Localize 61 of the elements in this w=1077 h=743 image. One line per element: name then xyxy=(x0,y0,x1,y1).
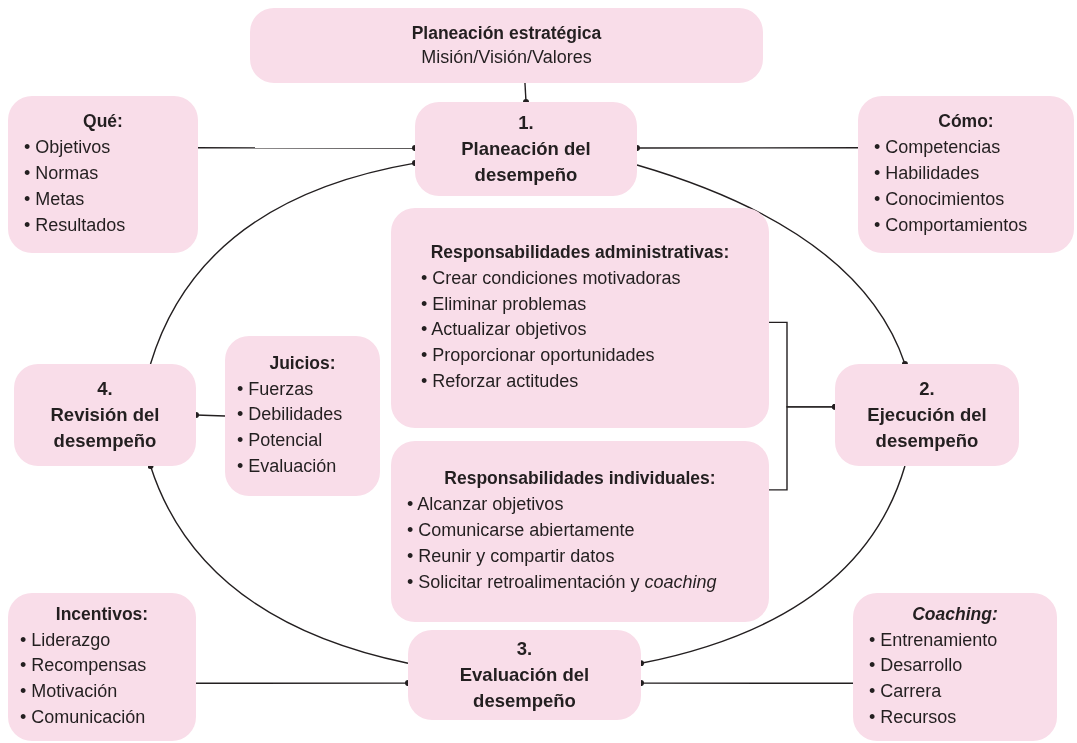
list-item: • Alcanzar objetivos xyxy=(407,493,565,517)
list-item: • Potencial xyxy=(237,429,324,453)
list-item: • Desarrollo xyxy=(869,654,964,678)
list-item: • Actualizar objetivos xyxy=(421,318,588,342)
stage-number: 2. xyxy=(919,376,935,401)
list-item: • Proporcionar oportunidades xyxy=(421,344,656,368)
card-heading: Cómo: xyxy=(937,110,995,134)
connector xyxy=(147,463,409,664)
card-heading: Planeación estratégica xyxy=(411,21,602,45)
stage-number: 3. xyxy=(516,636,533,661)
list-item: • Habilidades xyxy=(874,161,981,185)
card-heading: Qué: xyxy=(82,110,124,134)
info-card xyxy=(250,8,763,83)
list-item: • Comunicación xyxy=(20,706,147,730)
info-card xyxy=(8,96,198,253)
stage-label: Evaluación del desempeño xyxy=(458,662,591,714)
list-item: • Competencias xyxy=(874,136,1002,160)
list-item: • Metas xyxy=(24,187,86,211)
card-heading: Juicios: xyxy=(268,351,337,375)
stage-label: Revisión del desempeño xyxy=(49,402,161,454)
list-item: • Motivación xyxy=(20,680,119,704)
stage-number: 1. xyxy=(518,110,534,135)
connector xyxy=(523,82,529,105)
list-item: • Normas xyxy=(24,161,100,185)
list-item: • Solicitar retroalimentación y coaching xyxy=(407,570,718,594)
connector xyxy=(636,164,908,367)
info-card xyxy=(8,593,196,741)
info-card xyxy=(391,441,769,622)
stage-label: Ejecución del desempeño xyxy=(866,402,988,454)
list-item: • Recursos xyxy=(869,706,958,730)
list-item: • Fuerzas xyxy=(237,377,315,401)
info-card xyxy=(391,208,769,428)
card-heading: Responsabilidades administrativas: xyxy=(429,240,731,264)
list-item: • Liderazgo xyxy=(20,628,112,652)
list-item: • Entrenamiento xyxy=(869,628,999,652)
list-item: • Carrera xyxy=(869,680,943,704)
list-item: • Eliminar problemas xyxy=(421,292,588,316)
list-item: • Recompensas xyxy=(20,654,148,678)
list-item: • Reunir y compartir datos xyxy=(407,544,616,568)
card-heading: Incentivos: xyxy=(54,602,150,626)
card-heading: Responsabilidades individuales: xyxy=(443,467,717,491)
list-item: • Evaluación xyxy=(237,455,338,479)
stage-box xyxy=(835,364,1019,466)
list-item: • Resultados xyxy=(24,213,127,237)
stage-box xyxy=(14,364,196,466)
info-card xyxy=(225,336,380,496)
list-item: • Debilidades xyxy=(237,403,344,427)
stage-box xyxy=(408,630,641,720)
list-item: • Comunicarse abiertamente xyxy=(407,518,636,542)
list-item: • Comportamientos xyxy=(874,213,1029,237)
list-item: • Objetivos xyxy=(24,136,112,160)
info-card xyxy=(858,96,1074,253)
card-heading: Coaching: xyxy=(911,602,999,626)
card-text: Misión/Visión/Valores xyxy=(421,45,592,69)
stage-label: Planeación del desempeño xyxy=(460,136,592,188)
info-card xyxy=(853,593,1057,741)
list-item: • Crear condiciones motivadoras xyxy=(421,266,682,290)
list-item: • Reforzar actitudes xyxy=(421,370,580,394)
stage-box xyxy=(415,102,637,196)
list-item: • Conocimientos xyxy=(874,187,1006,211)
stage-number: 4. xyxy=(97,376,113,401)
